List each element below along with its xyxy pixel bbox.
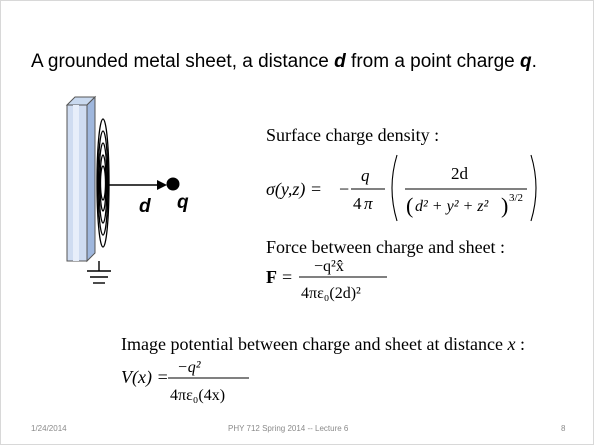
title-charge-symbol: q [520, 51, 532, 72]
distance-arrow-head [157, 180, 167, 190]
slide-title: A grounded metal sheet, a distance d fro… [31, 51, 581, 73]
surface-charge-label: Surface charge density : [266, 125, 440, 145]
force-lhs: F [266, 267, 277, 287]
distance-label: d [139, 196, 151, 217]
point-charge [166, 177, 180, 191]
sigma-lhs: σ(y,z) = [266, 179, 322, 200]
charge-label: q [177, 192, 189, 213]
sigma-minus: − [339, 179, 349, 199]
sigma-numerator: q [361, 166, 370, 185]
sigma-inner-close-paren: ) [501, 193, 508, 218]
force-numerator: −q²x̂ [314, 258, 344, 275]
sigma-inner-exponent: 3/2 [509, 192, 523, 204]
sigma-den-coef: 4 [353, 194, 362, 213]
slab-highlight [73, 105, 79, 261]
force-equals: = [282, 267, 292, 287]
footer-page-number: 8 [561, 424, 566, 433]
image-potential-variable: x [507, 334, 516, 354]
force-denominator: 4πε₀(2d)² [301, 285, 361, 302]
potential-denominator: 4πε₀(4x) [170, 387, 225, 404]
image-potential-colon: : [515, 334, 526, 354]
sigma-right-paren [530, 154, 537, 222]
title-text-start: A grounded metal sheet, a distance [31, 51, 335, 72]
sigma-inner-open-paren: ( [406, 193, 413, 218]
image-potential-label: Image potential between charge and sheet… [121, 334, 525, 355]
potential-lhs: V(x) = [121, 367, 169, 388]
title-text-end: . [531, 51, 537, 72]
induced-charge-rings [96, 118, 110, 248]
force-label: Force between charge and sheet : [266, 237, 506, 257]
sigma-inner-denominator: d² + y² + z² [415, 198, 490, 215]
footer-date: 1/24/2014 [31, 424, 67, 433]
title-text-middle: from a point charge [345, 51, 521, 72]
footer-course: PHY 712 Spring 2014 -- Lecture 6 [228, 424, 349, 433]
sigma-left-paren [391, 154, 398, 222]
potential-numerator: −q² [177, 359, 202, 376]
ground-icon [87, 270, 111, 284]
sigma-inner-numerator: 2d [451, 164, 469, 183]
title-distance-symbol: d [334, 51, 346, 72]
sigma-den-pi: π [364, 194, 373, 213]
image-potential-text: Image potential between charge and sheet… [121, 334, 508, 354]
